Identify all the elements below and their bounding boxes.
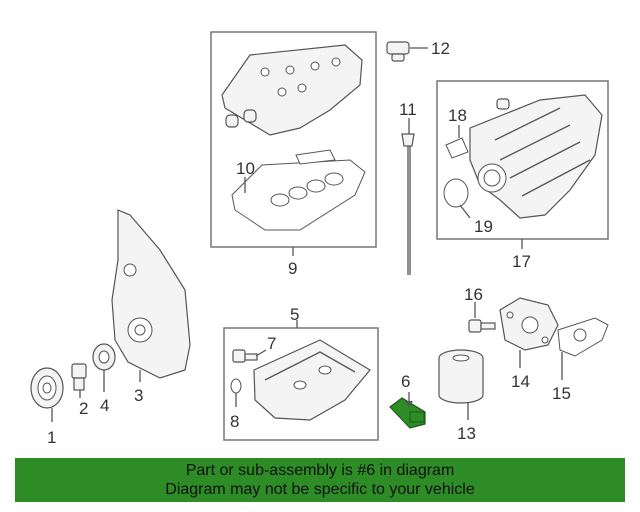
callout-19: 19: [474, 217, 493, 236]
callout-11: 11: [399, 100, 417, 119]
oil-filter[interactable]: [438, 349, 484, 420]
intake-manifold[interactable]: [469, 94, 603, 219]
part-info-banner: Part or sub-assembly is #6 in diagram Di…: [15, 458, 625, 502]
highlighted-part-6[interactable]: [389, 392, 426, 429]
callout-7: 7: [267, 334, 276, 353]
callout-14: 14: [511, 372, 530, 391]
gasket-18[interactable]: [445, 125, 469, 159]
callout-10: 10: [236, 159, 255, 178]
callout-3: 3: [134, 386, 143, 405]
callout-15: 15: [552, 384, 571, 403]
callout-17: 17: [512, 252, 531, 271]
crankshaft-pulley[interactable]: [30, 367, 64, 422]
callout-9: 9: [288, 259, 297, 278]
callout-5: 5: [290, 305, 299, 324]
oil-filler-cap[interactable]: [386, 41, 428, 62]
timing-cover[interactable]: [111, 209, 191, 382]
oil-pan-group-box: [223, 327, 379, 441]
dipstick[interactable]: [401, 118, 415, 275]
oil-filter-adapter[interactable]: [499, 297, 559, 368]
pulley-bolt[interactable]: [71, 363, 87, 398]
front-seal[interactable]: [92, 343, 116, 392]
oil-pan[interactable]: [253, 339, 371, 421]
callout-4: 4: [100, 396, 109, 415]
callout-12: 12: [431, 39, 450, 58]
banner-line-1: Part or sub-assembly is #6 in diagram: [185, 462, 455, 479]
adapter-gasket[interactable]: [557, 317, 609, 380]
callout-18: 18: [448, 106, 467, 125]
callout-1: 1: [47, 428, 56, 447]
callout-8: 8: [230, 412, 239, 431]
gasket-19[interactable]: [443, 178, 471, 219]
banner-line-2: Diagram may not be specific to your vehi…: [165, 481, 475, 498]
callout-13: 13: [457, 424, 476, 443]
callout-2: 2: [79, 399, 88, 418]
drain-bolt[interactable]: [232, 349, 267, 363]
valve-cover-gasket[interactable]: [231, 149, 366, 231]
drain-washer[interactable]: [230, 378, 242, 407]
callout-6: 6: [401, 372, 410, 391]
valve-cover[interactable]: [221, 44, 363, 136]
bolt-16[interactable]: [468, 302, 496, 333]
callout-16: 16: [464, 285, 483, 304]
